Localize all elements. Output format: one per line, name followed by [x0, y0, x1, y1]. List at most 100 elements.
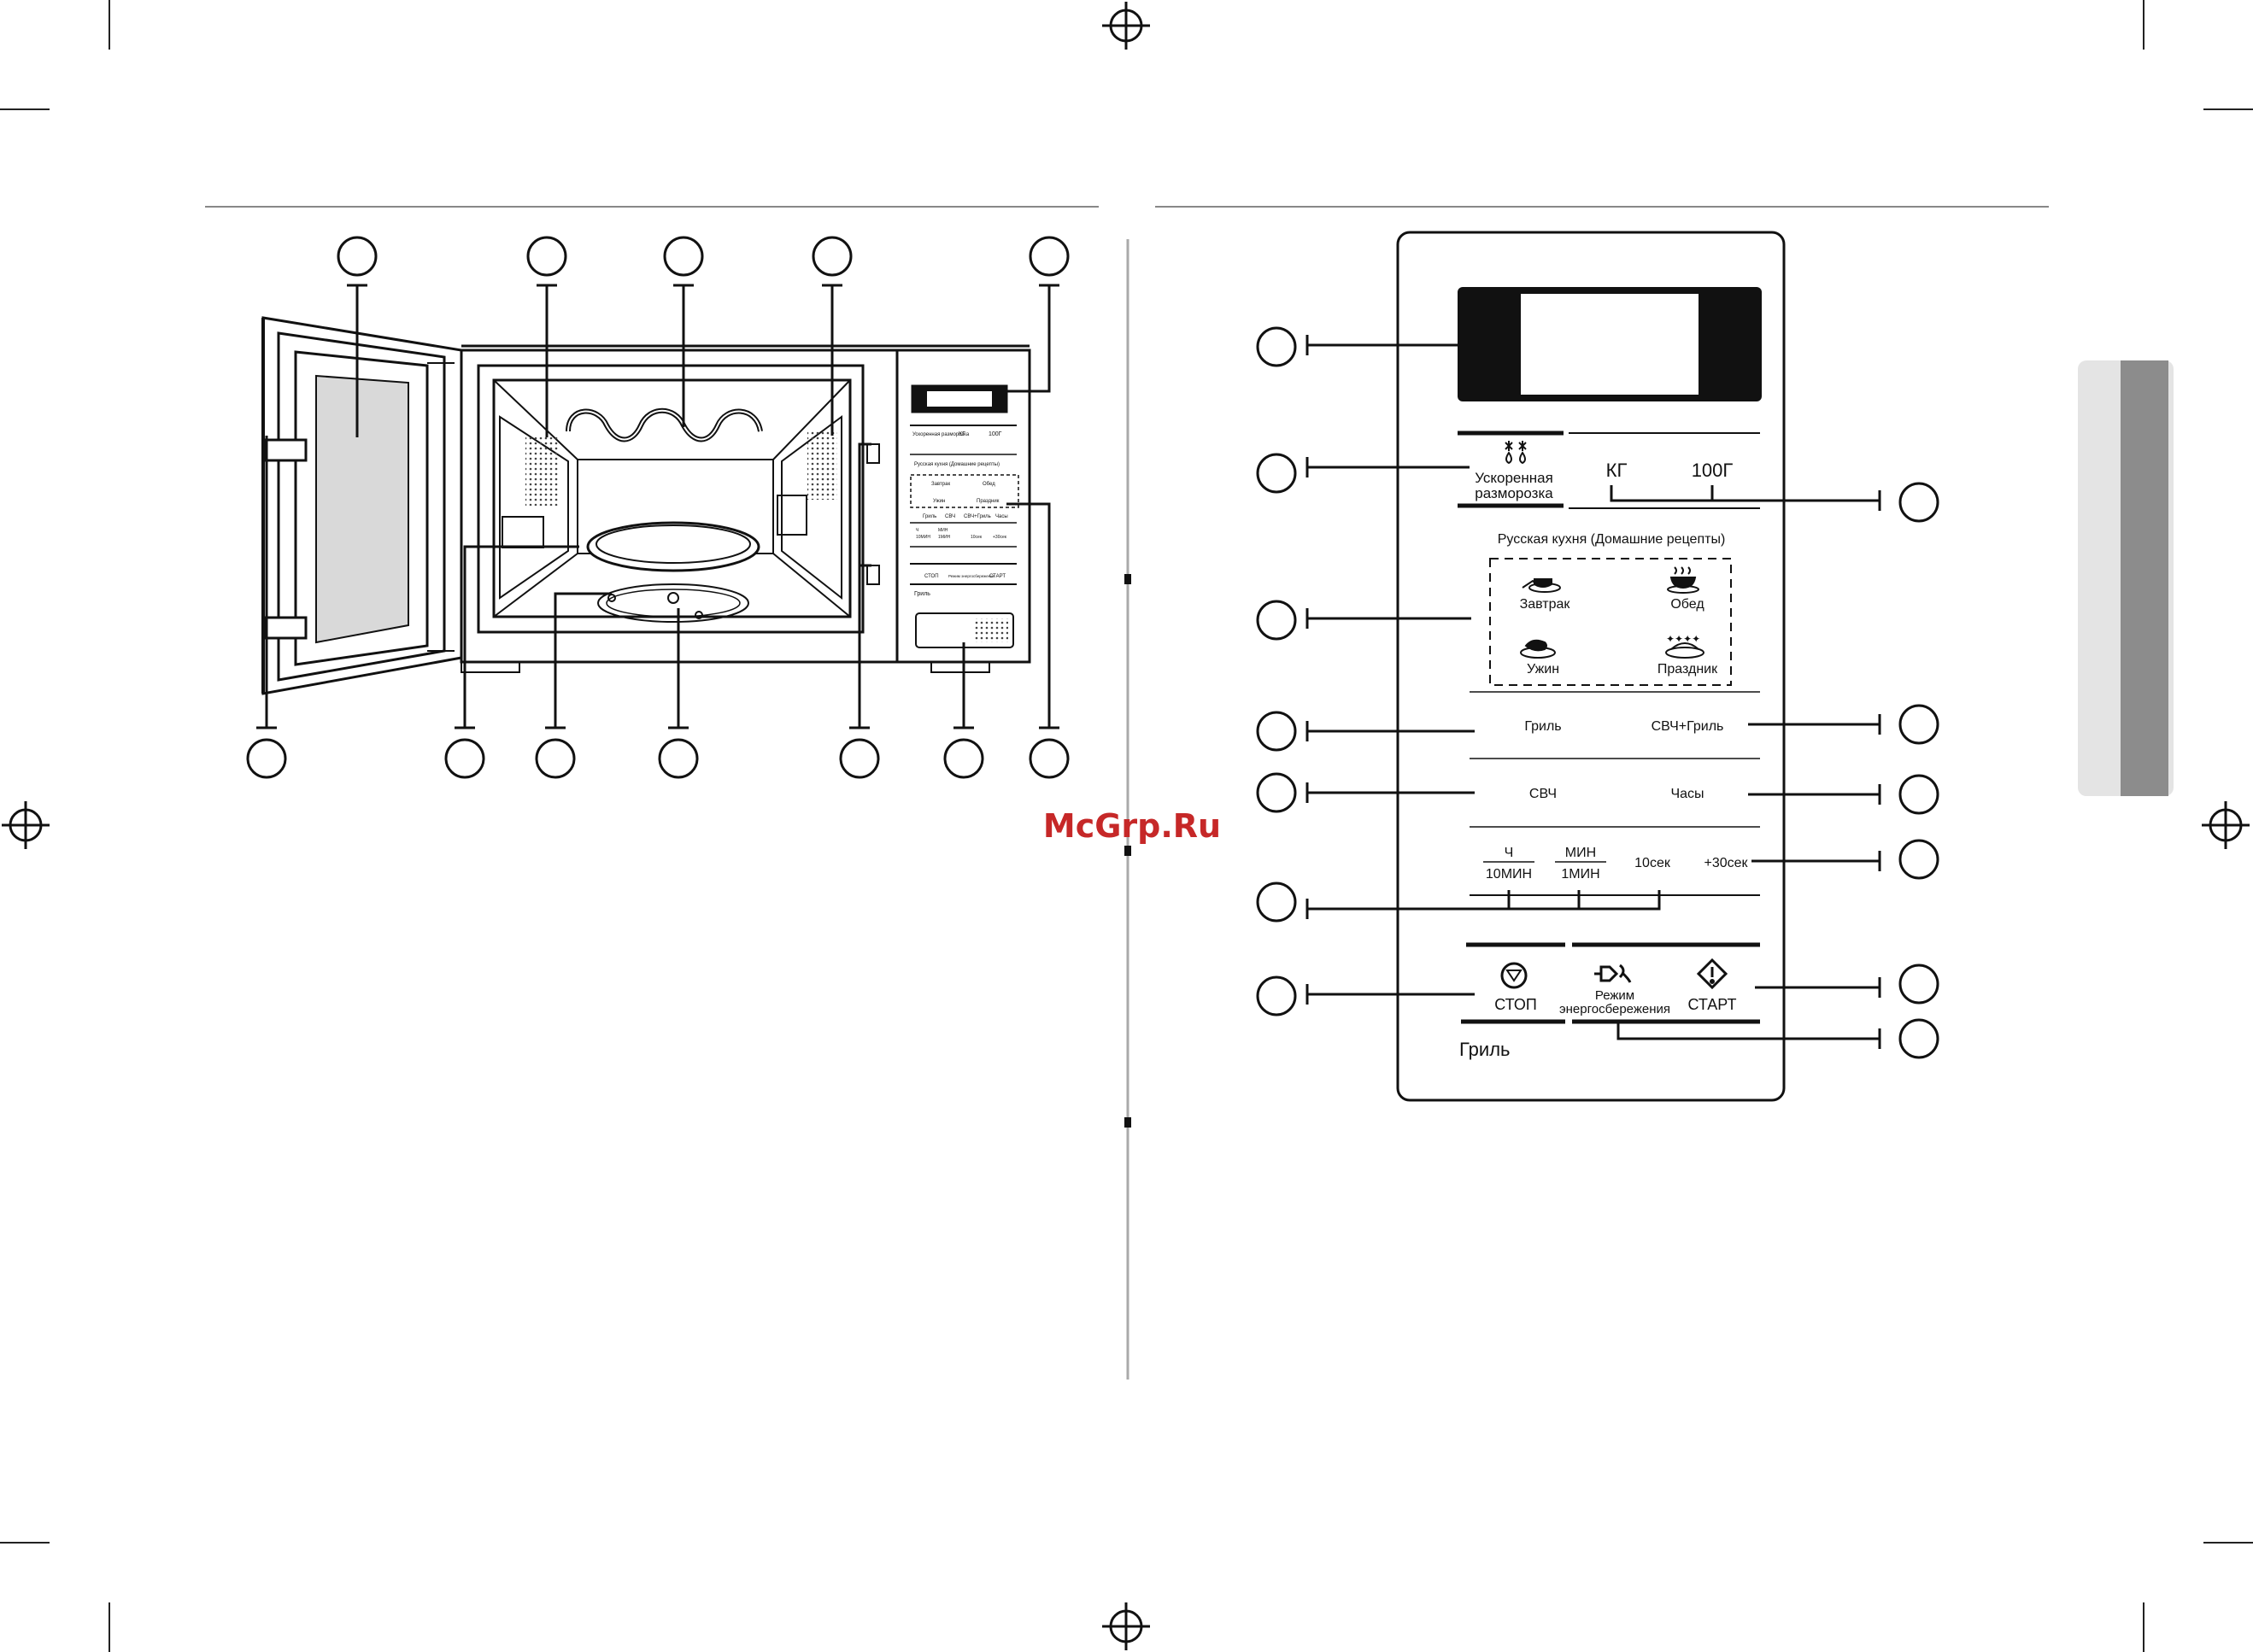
panel-callout-right-1: [1898, 482, 1939, 523]
mini-mw-grill: СВЧ+Гриль: [964, 514, 991, 519]
sec10-label: 10сек: [1634, 856, 1671, 870]
mini-defrost: Ускоренная разморозка: [912, 432, 970, 437]
callout-circle-bottom-3: [535, 738, 576, 779]
eco-label-1: Режим: [1595, 988, 1634, 1003]
mini-lunch: Обед: [983, 482, 995, 487]
recipes-title: Русская кухня (Домашние рецепты): [1498, 532, 1726, 547]
defrost-label-1: Ускоренная: [1475, 470, 1553, 486]
grill-label: Гриль: [1524, 719, 1561, 734]
defrost-label-2: разморозка: [1475, 485, 1553, 501]
holiday-icon: ✦✦✦✦: [1665, 633, 1704, 659]
mini-stop: СТОП: [924, 574, 939, 579]
defrost-icon: [1505, 441, 1527, 465]
cavity: [427, 344, 1031, 673]
registration-mark-right: [2202, 801, 2250, 849]
breakfast-label: Завтрак: [1520, 597, 1571, 612]
mini-control-panel: [895, 349, 1031, 664]
callout-circle-bottom-1: [246, 738, 287, 779]
microwave-illustration: [261, 316, 1031, 695]
mini-dinner: Ужин: [933, 499, 945, 504]
callout-circle-top-2: [526, 236, 567, 277]
left-callouts: [246, 236, 1070, 779]
door: [261, 316, 463, 695]
panel-callout-left-4: [1256, 711, 1297, 752]
mini-min: МИН: [938, 528, 948, 533]
mini-kg: КГ: [959, 431, 965, 437]
callout-circle-bottom-6: [943, 738, 984, 779]
mini-model: Гриль: [914, 591, 930, 597]
min-top-label: МИН: [1565, 846, 1596, 860]
mini-recipes: Русская кухня (Домашние рецепты): [914, 462, 1000, 467]
holiday-label: Праздник: [1657, 662, 1718, 677]
callout-circle-top-1: [337, 236, 378, 277]
control-panel: ✦✦✦✦ Ускоренная разморозка КГ 100Г Русск…: [1396, 231, 1786, 1102]
mini-eco: Режим энергосбережения: [948, 574, 995, 578]
svg-text:✦✦✦✦: ✦✦✦✦: [1666, 633, 1700, 645]
start-label: СТАРТ: [1688, 996, 1737, 1013]
panel-frame: [1396, 231, 1786, 1102]
callout-circle-bottom-4: [658, 738, 699, 779]
callout-circle-bottom-7: [1029, 738, 1070, 779]
center-divider: [1124, 239, 1131, 1380]
right-callouts: [1256, 326, 1939, 1059]
mini-100g: 100Г: [989, 431, 1002, 437]
lunch-icon: [1667, 566, 1699, 594]
hour-bottom-label: 10МИН: [1486, 867, 1532, 882]
callout-circle-bottom-2: [444, 738, 485, 779]
callout-circle-bottom-5: [839, 738, 880, 779]
mini-clock: Часы: [995, 514, 1008, 519]
panel-callout-left-2: [1256, 453, 1297, 494]
start-icon: [1696, 958, 1728, 990]
mini-grill: Гриль: [923, 514, 936, 519]
panel-callout-left-1: [1256, 326, 1297, 367]
mini-30sec: +30сек: [993, 535, 1007, 540]
callout-circle-top-5: [1029, 236, 1070, 277]
clock-label: Часы: [1670, 787, 1704, 801]
lunch-label: Обед: [1670, 597, 1704, 612]
mini-10min: 10МИН: [916, 535, 930, 540]
mini-h: Ч: [916, 528, 918, 533]
breakfast-icon: [1522, 578, 1561, 593]
eco-label-2: энергосбережения: [1559, 1002, 1670, 1016]
panel-callout-left-6: [1256, 882, 1297, 923]
panel-callout-left-7: [1256, 975, 1297, 1016]
kg-label: КГ: [1606, 460, 1628, 481]
100g-label: 100Г: [1692, 460, 1734, 481]
model-label: Гриль: [1459, 1039, 1511, 1060]
mini-10sec: 10сек: [971, 535, 983, 540]
watermark: McGrp.Ru: [1043, 807, 1221, 845]
panel-callout-right-3: [1898, 774, 1939, 815]
mini-1min: 1МИН: [938, 535, 951, 540]
dinner-icon: [1520, 639, 1556, 659]
mw-grill-label: СВЧ+Гриль: [1652, 719, 1724, 734]
sec30-label: +30сек: [1704, 856, 1748, 870]
registration-mark-top: [1102, 2, 1150, 50]
mini-start: СТАРТ: [989, 574, 1006, 579]
mini-breakfast: Завтрак: [931, 482, 950, 487]
recipes-box: [1489, 558, 1732, 686]
mini-mw: СВЧ: [945, 514, 955, 519]
panel-labels: Ускоренная разморозка КГ 100Г Русская ку…: [1459, 460, 1749, 1060]
panel-callout-left-3: [1256, 600, 1297, 641]
mini-holiday: Праздник: [977, 499, 1000, 504]
stop-icon: [1500, 962, 1528, 989]
panel-callout-left-5: [1256, 772, 1297, 813]
mini-panel-text: Ускоренная разморозка КГ 100Г Русская ку…: [912, 431, 1008, 597]
panel-callout-right-5: [1898, 964, 1939, 1005]
dinner-label: Ужин: [1527, 662, 1559, 677]
registration-mark-left: [2, 801, 50, 849]
side-tab: [2078, 360, 2174, 796]
eco-icon: [1594, 964, 1632, 983]
panel-callout-right-2: [1898, 704, 1939, 745]
panel-callout-right-6: [1898, 1018, 1939, 1059]
panel-callout-right-4: [1898, 839, 1939, 880]
hour-top-label: Ч: [1505, 846, 1514, 860]
stop-label: СТОП: [1494, 996, 1537, 1013]
mw-label: СВЧ: [1529, 787, 1557, 801]
display-screen: [1521, 294, 1699, 395]
min-bottom-label: 1МИН: [1561, 867, 1599, 882]
registration-mark-bottom: [1102, 1602, 1150, 1650]
callout-circle-top-4: [812, 236, 853, 277]
